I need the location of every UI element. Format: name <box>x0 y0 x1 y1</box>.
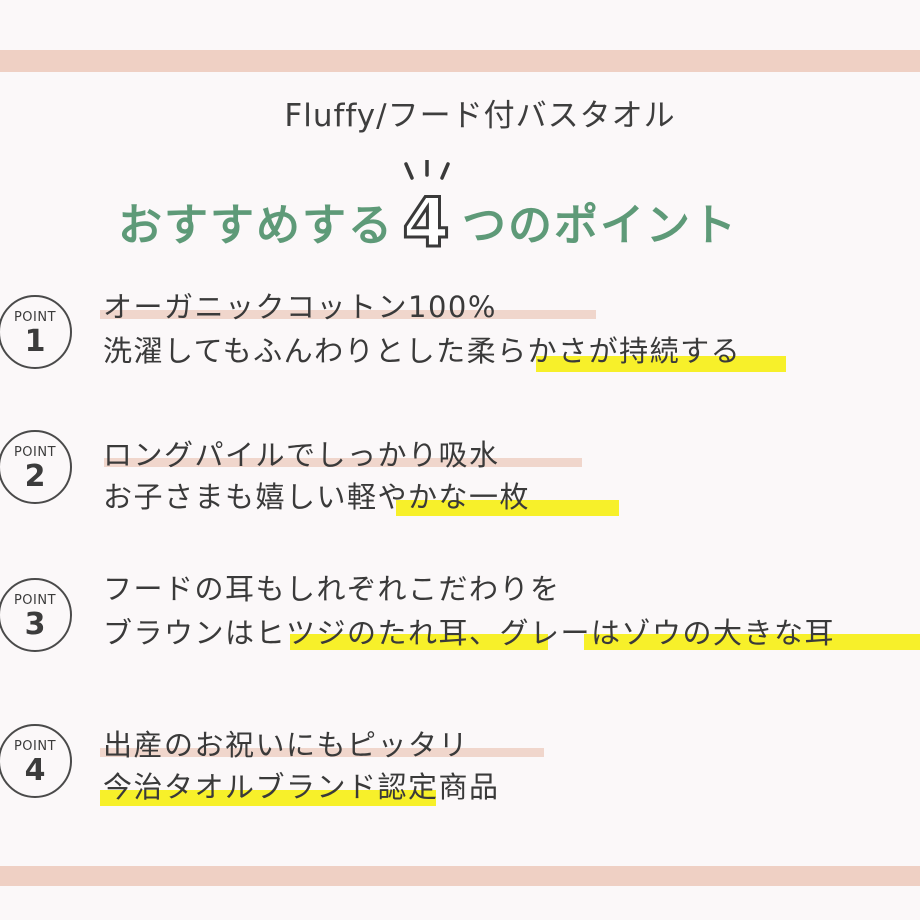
point-number: 1 <box>24 324 46 359</box>
bottom-band <box>0 866 920 886</box>
top-band <box>0 50 920 72</box>
highlight-pink <box>104 458 582 467</box>
point-4-line-1: 出産のお祝いにもピッタリ <box>103 728 470 762</box>
highlight-yellow <box>290 634 548 650</box>
highlight-yellow <box>536 356 786 372</box>
highlight-yellow <box>584 634 920 650</box>
point-label: POINT <box>13 445 57 460</box>
highlight-pink <box>100 748 544 757</box>
point-4-line-2: 今治タオルブランド認定商品 <box>103 770 500 804</box>
point-badge-4: POINT 4 <box>0 724 72 798</box>
headline: おすすめする 4 つのポイント <box>118 160 738 256</box>
point-number: 4 <box>24 753 46 788</box>
point-badge-2: POINT 2 <box>0 430 72 504</box>
point-label: POINT <box>13 310 57 325</box>
point-label: POINT <box>13 739 57 754</box>
point-3-line-1: フードの耳もしれぞれこだわりを <box>103 572 561 606</box>
point-label: POINT <box>13 593 57 608</box>
headline-number: 4 <box>402 184 451 256</box>
point-3-line-2: ブラウンはヒツジのたれ耳、グレーはゾウの大きな耳 <box>103 616 836 650</box>
point-number: 3 <box>24 607 46 642</box>
headline-before: おすすめする <box>118 200 394 251</box>
point-2-line-1: ロングパイルでしっかり吸水 <box>103 438 500 472</box>
headline-number-badge: 4 <box>396 160 458 256</box>
highlight-pink <box>100 310 596 319</box>
product-subtitle: Fluffy/フード付バスタオル <box>284 98 676 134</box>
highlight-yellow <box>396 500 619 516</box>
point-1-line-2: 洗濯してもふんわりとした柔らかさが持続する <box>103 334 742 368</box>
highlight-yellow <box>100 790 436 806</box>
point-badge-3: POINT 3 <box>0 578 72 652</box>
headline-after: つのポイント <box>462 200 738 251</box>
point-2-line-2: お子さまも嬉しい軽やかな一枚 <box>103 480 531 514</box>
sparkle-number-icon: 4 <box>401 160 451 256</box>
point-badge-1: POINT 1 <box>0 295 72 369</box>
point-1-line-1: オーガニックコットン100% <box>103 290 497 324</box>
point-number: 2 <box>24 459 46 494</box>
